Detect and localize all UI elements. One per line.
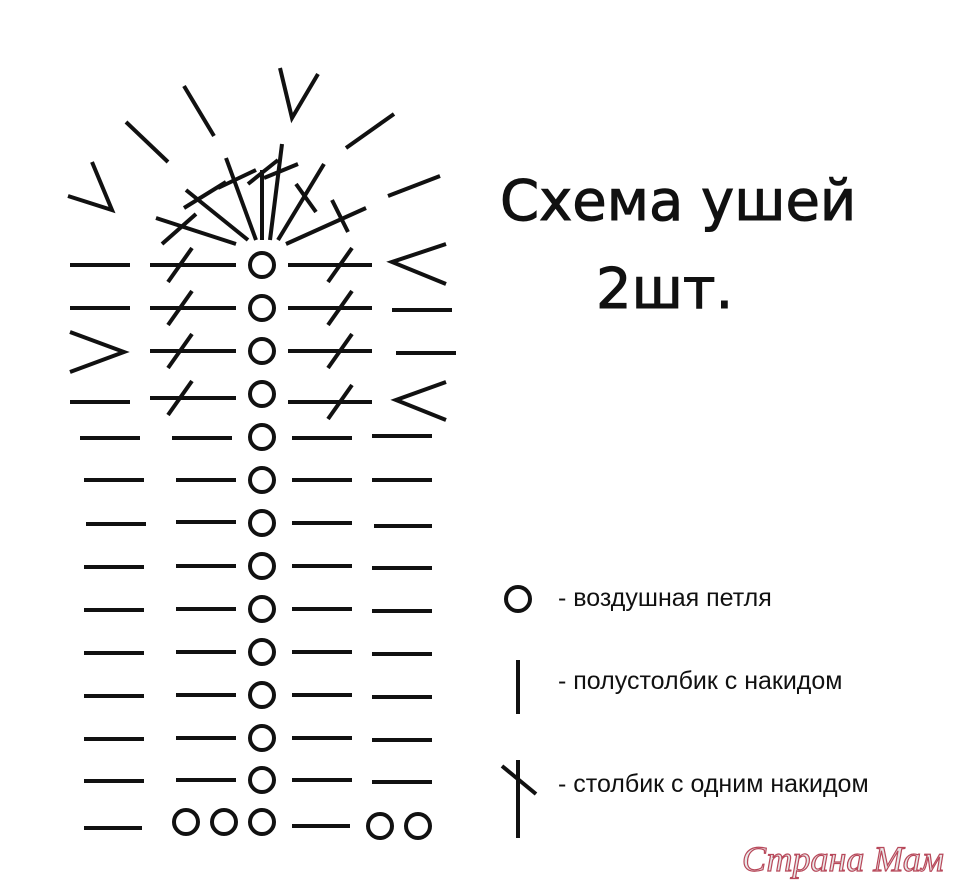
chain-stitch <box>404 812 432 840</box>
double-crochet-icon <box>500 760 538 838</box>
chain-stitch <box>248 638 276 666</box>
chain-stitch <box>248 595 276 623</box>
center-chain-column <box>248 251 276 794</box>
diagram-title: Схема ушей 2шт. <box>500 158 920 334</box>
title-line-1: Схема ушей <box>500 169 857 235</box>
chain-stitch <box>248 552 276 580</box>
bottom-chain-row <box>84 808 432 840</box>
chain-stitch <box>248 766 276 794</box>
chain-stitch <box>248 294 276 322</box>
chain-stitch-icon <box>504 585 532 613</box>
chain-stitch <box>248 337 276 365</box>
chain-stitch <box>248 681 276 709</box>
chain-stitch <box>248 509 276 537</box>
plain-rows <box>80 434 432 784</box>
top-fan <box>67 67 441 246</box>
chain-stitch <box>248 466 276 494</box>
chain-stitch <box>172 808 200 836</box>
chain-stitch <box>210 808 238 836</box>
chain-stitch <box>248 251 276 279</box>
legend-chain-label: - воздушная петля <box>558 584 772 612</box>
watermark-logo: Страна Мам <box>741 838 944 879</box>
chain-stitch <box>248 380 276 408</box>
chain-stitch <box>248 724 276 752</box>
crossed-rows <box>69 242 456 422</box>
legend-half-double-label: - полустолбик с накидом <box>558 667 843 695</box>
legend-double-crochet-label: - столбик с одним накидом <box>558 770 869 798</box>
chain-stitch <box>366 812 394 840</box>
chain-stitch <box>248 423 276 451</box>
chain-stitch <box>248 808 276 836</box>
title-line-2: 2шт. <box>596 257 734 323</box>
